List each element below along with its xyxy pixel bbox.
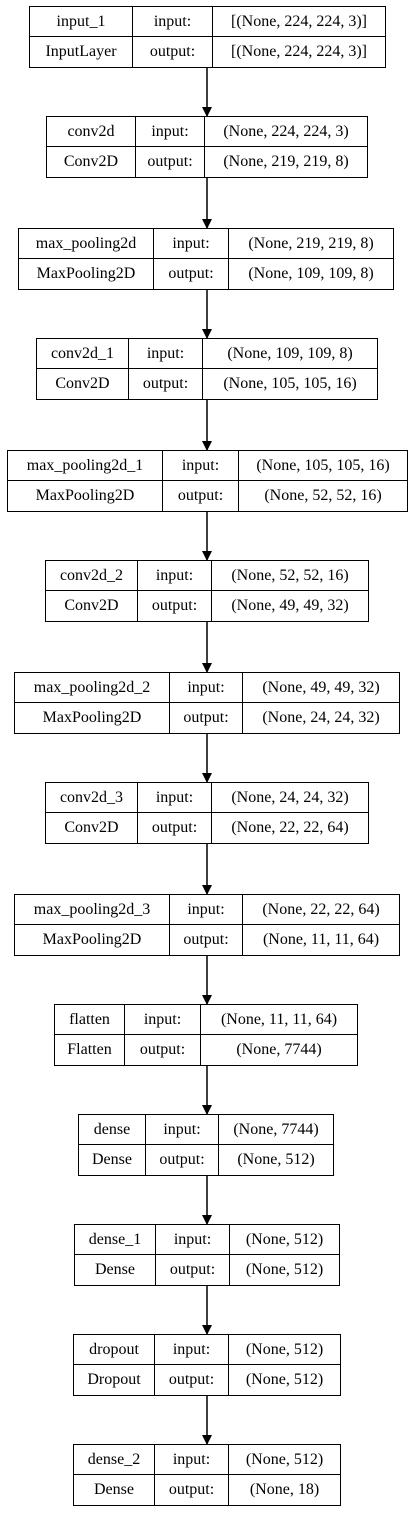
output-label: output:: [155, 1475, 229, 1505]
input-shape: (None, 219, 219, 8): [229, 229, 393, 259]
layer-type: Dense: [79, 1145, 146, 1175]
output-shape: (None, 49, 49, 32): [231, 597, 349, 614]
input-label: input:: [154, 229, 229, 259]
layer-name: max_pooling2d_3: [15, 895, 170, 925]
input-label: input:: [170, 673, 243, 703]
input-shape: (None, 512): [230, 1225, 339, 1255]
output-shape: (None, 24, 24, 32): [262, 709, 380, 726]
layer-type: MaxPooling2D: [19, 259, 154, 289]
input-label: input:: [155, 1335, 229, 1365]
layer-name: dense_2: [74, 1445, 155, 1475]
input-label: input:: [129, 339, 203, 369]
input-shape: (None, 22, 22, 64): [243, 895, 399, 925]
layer-name: max_pooling2d_2: [15, 673, 170, 703]
layer-type: Conv2D: [47, 147, 136, 177]
layer-type: MaxPooling2D: [8, 481, 163, 511]
output-shape: (None, 512): [237, 1151, 315, 1168]
input-label: input:: [155, 1445, 229, 1475]
output-shape: (None, 105, 105, 16): [223, 375, 357, 392]
output-shape: (None, 109, 109, 8): [248, 265, 374, 282]
input-shape: (None, 49, 49, 32): [243, 673, 399, 703]
layer-type: Conv2D: [46, 813, 138, 843]
input-label: input:: [156, 1225, 230, 1255]
input-shape: [(None, 224, 224, 3)]: [213, 7, 385, 37]
layer-name: dense: [79, 1115, 146, 1145]
layer-type: Conv2D: [37, 369, 129, 399]
layer-name: conv2d_1: [37, 339, 129, 369]
input-shape: (None, 224, 224, 3): [205, 117, 367, 147]
output-shape: (None, 52, 52, 16): [264, 487, 382, 504]
output-label: output:: [133, 37, 213, 67]
input-shape: (None, 109, 109, 8): [203, 339, 377, 369]
input-label: input:: [146, 1115, 219, 1145]
layer-type: Dense: [74, 1475, 155, 1505]
layer-name: flatten: [55, 1005, 125, 1035]
output-label: output:: [170, 703, 243, 733]
output-shape: [(None, 224, 224, 3)]: [231, 43, 367, 60]
output-label: output:: [129, 369, 203, 399]
layer-type: Conv2D: [46, 591, 138, 621]
input-label: input:: [125, 1005, 201, 1035]
output-shape: (None, 22, 22, 64): [231, 819, 349, 836]
layer-name: conv2d: [47, 117, 136, 147]
output-shape: (None, 11, 11, 64): [262, 931, 380, 948]
layer-type: Dropout: [74, 1365, 155, 1395]
output-label: output:: [155, 1365, 229, 1395]
input-shape: (None, 24, 24, 32): [212, 783, 368, 813]
input-label: input:: [163, 451, 239, 481]
output-label: output:: [138, 591, 212, 621]
input-label: input:: [138, 561, 212, 591]
layer-type: MaxPooling2D: [15, 703, 170, 733]
layer-name: dense_1: [75, 1225, 156, 1255]
output-shape: (None, 219, 219, 8): [223, 153, 349, 170]
layer-name: conv2d_3: [46, 783, 138, 813]
input-label: input:: [138, 783, 212, 813]
input-shape: (None, 105, 105, 16): [239, 451, 407, 481]
output-shape: (None, 7744): [236, 1041, 322, 1058]
output-shape: (None, 512): [245, 1261, 324, 1278]
input-label: input:: [133, 7, 213, 37]
input-shape: (None, 512): [229, 1445, 340, 1475]
input-shape: (None, 7744): [219, 1115, 333, 1145]
output-label: output:: [170, 925, 243, 955]
input-label: input:: [170, 895, 243, 925]
input-shape: (None, 512): [229, 1335, 340, 1365]
layer-name: dropout: [74, 1335, 155, 1365]
layer-type: Flatten: [55, 1035, 125, 1065]
output-label: output:: [138, 813, 212, 843]
layer-name: max_pooling2d: [19, 229, 154, 259]
layer-name: conv2d_2: [46, 561, 138, 591]
layer-name: max_pooling2d_1: [8, 451, 163, 481]
input-shape: (None, 11, 11, 64): [201, 1005, 357, 1035]
input-shape: (None, 52, 52, 16): [212, 561, 368, 591]
input-label: input:: [136, 117, 205, 147]
layer-type: MaxPooling2D: [15, 925, 170, 955]
output-label: output:: [156, 1255, 230, 1285]
layer-type: InputLayer: [30, 37, 133, 67]
layer-name: input_1: [30, 7, 133, 37]
output-label: output:: [154, 259, 229, 289]
output-shape: (None, 512): [245, 1371, 324, 1388]
output-shape: (None, 18): [249, 1481, 320, 1498]
layer-type: Dense: [75, 1255, 156, 1285]
output-label: output:: [146, 1145, 219, 1175]
output-label: output:: [163, 481, 239, 511]
output-label: output:: [125, 1035, 201, 1065]
output-label: output:: [136, 147, 205, 177]
